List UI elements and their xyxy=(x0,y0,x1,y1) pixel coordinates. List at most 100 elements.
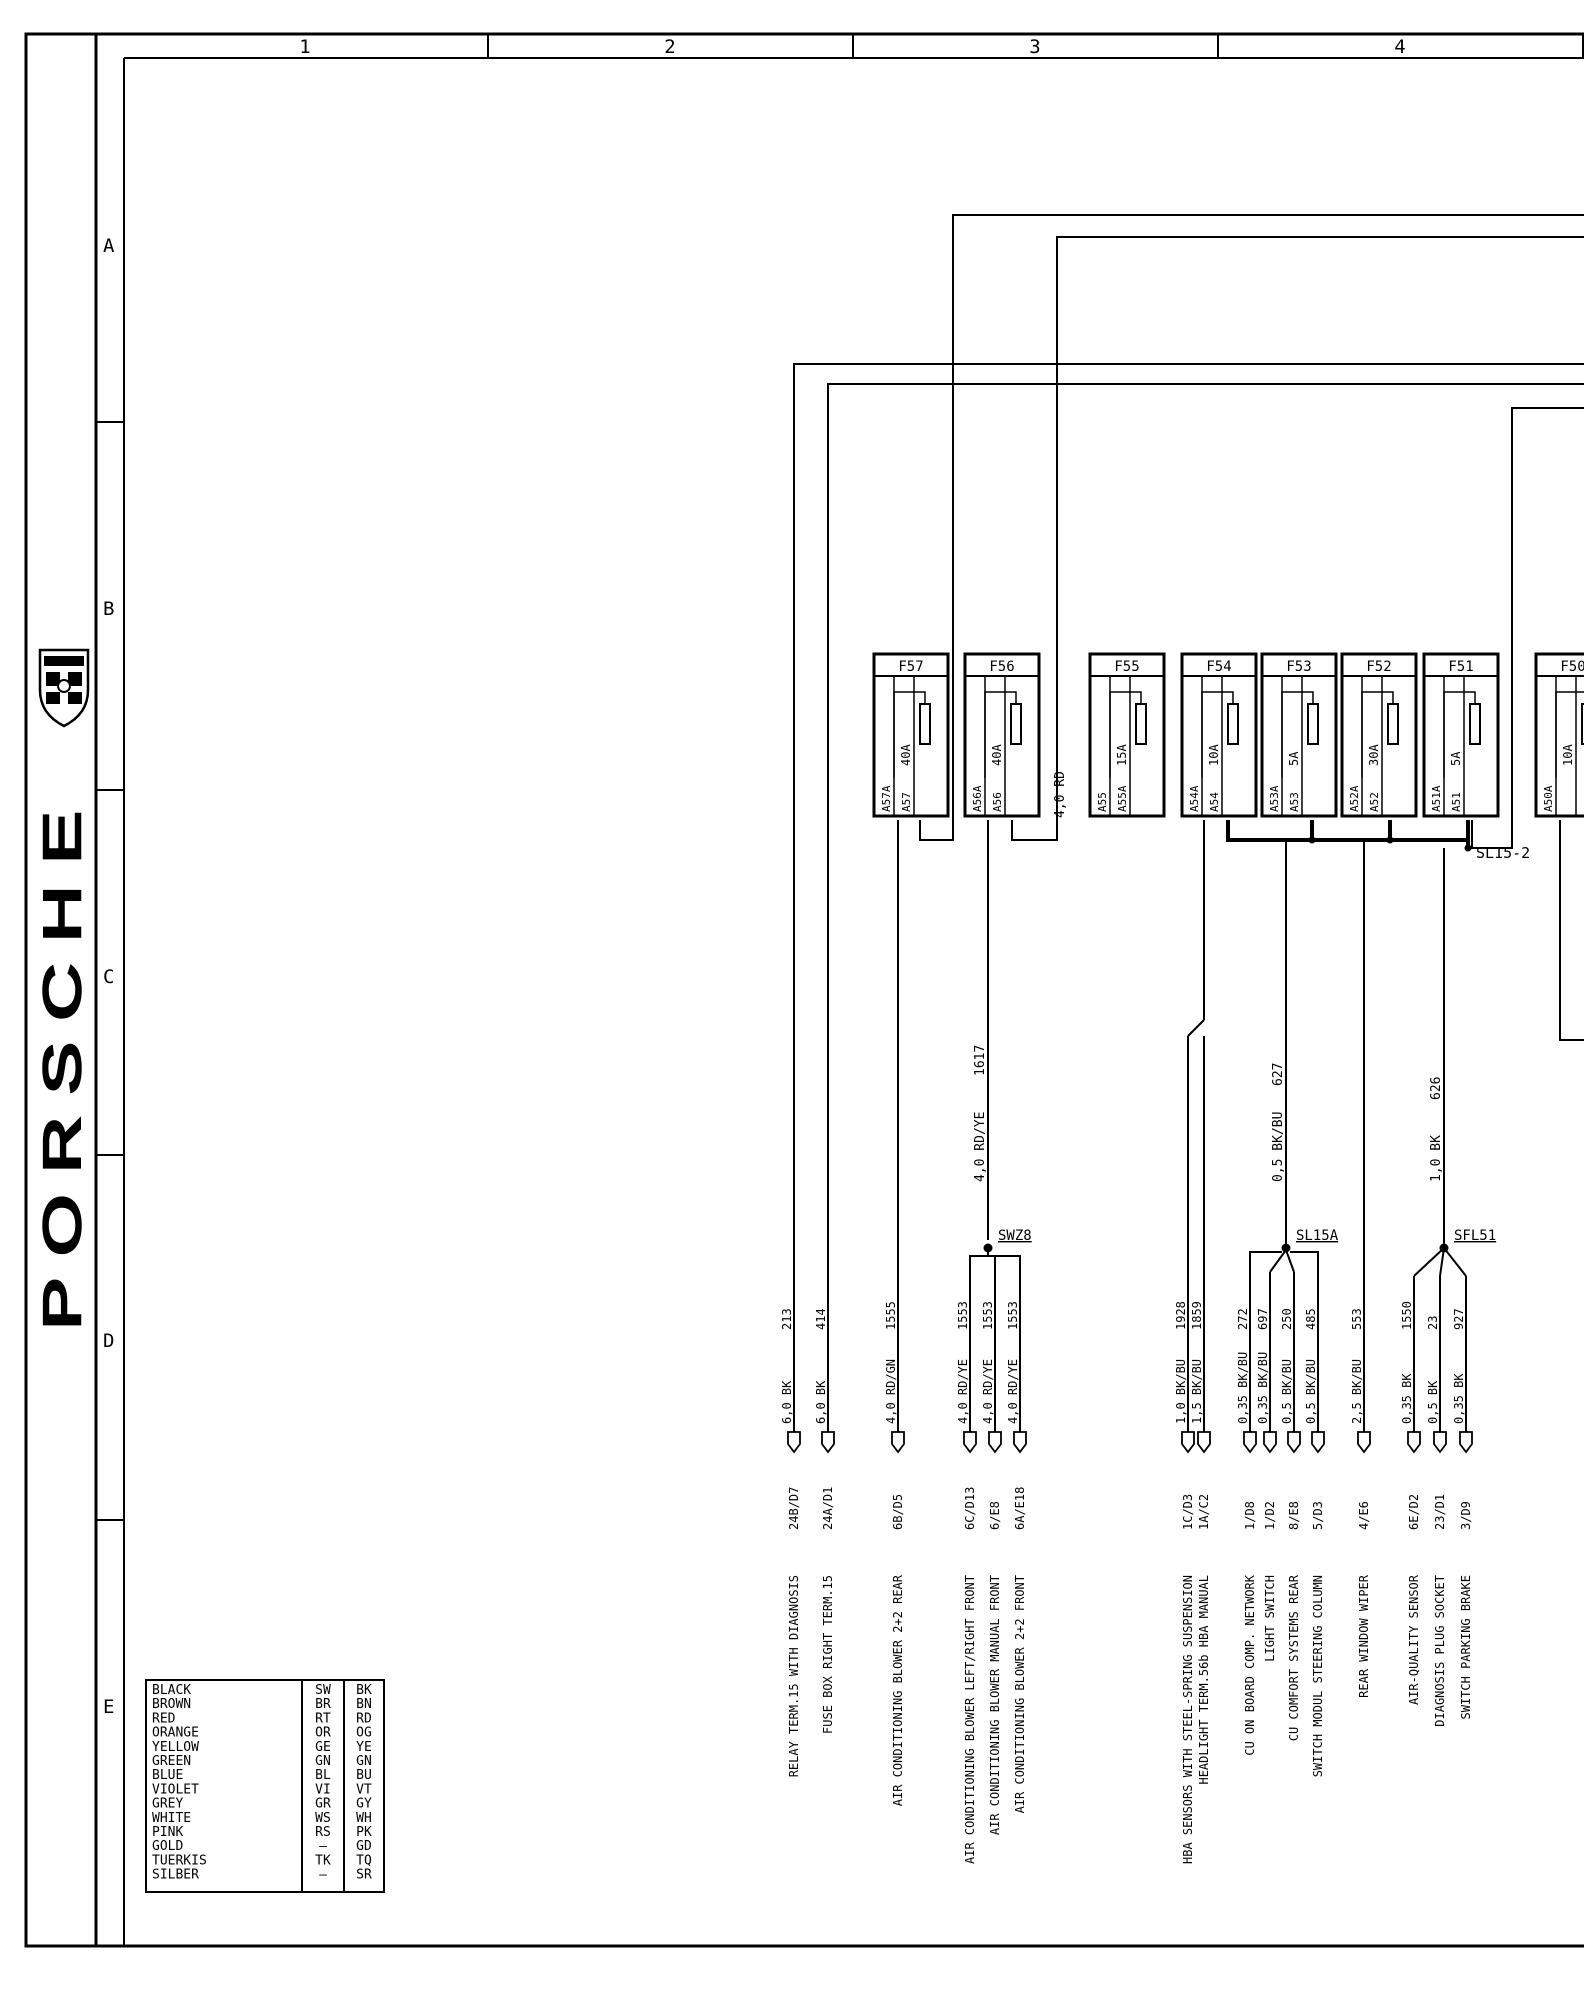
fuse-id: F53 xyxy=(1286,659,1311,675)
connector-ref: 24B/D7 xyxy=(787,1487,801,1530)
splice-sfl51 xyxy=(1413,1243,1467,1400)
wire-spec: 0,35 BK/BU xyxy=(1236,1352,1250,1424)
connector-ref: 1C/D3 xyxy=(1181,1494,1195,1530)
brand-logo: PORSCHE xyxy=(34,790,92,1330)
wire-number: 23 xyxy=(1426,1316,1440,1330)
branch-wire-number: 627 xyxy=(1271,1063,1286,1086)
legend-code-en: BK xyxy=(356,1683,372,1698)
top-wires xyxy=(793,214,1584,1400)
wire-number: 485 xyxy=(1304,1308,1318,1330)
porsche-crest-icon xyxy=(38,648,90,728)
fuse-terminal-out: A51 xyxy=(1450,792,1463,812)
connector-arrow-icon xyxy=(1357,1431,1371,1454)
wire-number: 1928 xyxy=(1174,1301,1188,1330)
connector-ref: 23/D1 xyxy=(1433,1494,1447,1530)
fuse-rating: 5A xyxy=(1287,751,1301,766)
legend-code-de: — xyxy=(319,1839,327,1854)
wire-number: 1859 xyxy=(1190,1301,1204,1330)
legend-code-en: WH xyxy=(356,1811,372,1826)
wire-spec: 0,5 BK xyxy=(1426,1380,1440,1424)
branch-wire-spec: 4,0 RD/YE xyxy=(973,1112,988,1182)
fuse-terminal-out: A55A xyxy=(1116,785,1129,812)
wire-spec: 0,5 BK/BU xyxy=(1280,1359,1294,1424)
wire-number: 1553 xyxy=(1006,1301,1020,1330)
connector-arrow-icon xyxy=(1197,1431,1211,1454)
splice-swz8 xyxy=(969,1243,1021,1400)
wire-spec: 6,0 BK xyxy=(814,1380,828,1424)
legend-code-de: SW xyxy=(315,1683,331,1698)
component-description: AIR CONDITIONING BLOWER 2+2 FRONT xyxy=(1013,1575,1027,1813)
wire-spec: 4,0 RD/GN xyxy=(884,1359,898,1424)
component-description: HEADLIGHT TERM.56b HBA MANUAL xyxy=(1197,1575,1211,1785)
connector-arrow-icon xyxy=(821,1431,835,1454)
legend-code-en: BN xyxy=(356,1697,372,1712)
legend-code-de: TK xyxy=(315,1853,331,1868)
connector-ref: 24A/D1 xyxy=(821,1487,835,1530)
splice-label: SL15A xyxy=(1296,1228,1339,1244)
wire-spec: 0,35 BK xyxy=(1452,1373,1466,1424)
connector-arrow-icon xyxy=(1459,1431,1473,1454)
fuse-rating: 15A xyxy=(1115,744,1129,766)
component-description: HBA SENSORS WITH STEEL-SPRING SUSPENSION xyxy=(1181,1575,1195,1864)
fuse-id: F51 xyxy=(1448,659,1473,675)
row-label: E xyxy=(103,1696,114,1718)
column-label: 1 xyxy=(299,36,310,58)
legend-code-en: TQ xyxy=(356,1853,372,1868)
fuse-terminal-out: A57 xyxy=(900,792,913,812)
legend-code-de: VI xyxy=(315,1782,331,1797)
fuse-terminal-in: A50A xyxy=(1542,785,1555,812)
fuse-id: F50 xyxy=(1560,659,1584,675)
legend-code-de: GR xyxy=(315,1797,331,1812)
component-description: FUSE BOX RIGHT TERM.15 xyxy=(821,1575,835,1734)
legend-code-de: RT xyxy=(315,1711,331,1726)
connector-ref: 8/E8 xyxy=(1287,1501,1301,1530)
legend-color-name: VIOLET xyxy=(152,1782,199,1797)
splice-label: SFL51 xyxy=(1454,1228,1496,1244)
legend-code-de: OR xyxy=(315,1726,331,1741)
connector-arrow-icon xyxy=(1181,1431,1195,1454)
fuse-down-wires xyxy=(897,820,1445,1400)
connector-ref: 1A/C2 xyxy=(1197,1494,1211,1530)
connector-arrow-icon xyxy=(963,1431,977,1454)
legend-code-de: BL xyxy=(315,1768,331,1783)
wire-number: 927 xyxy=(1452,1308,1466,1330)
fuse-id: F57 xyxy=(898,659,923,675)
fuse-element-icon xyxy=(1307,703,1319,745)
connector-arrow-icon xyxy=(988,1431,1002,1454)
connector-arrow-icon xyxy=(1287,1431,1301,1454)
component-description: AIR CONDITIONING BLOWER 2+2 REAR xyxy=(891,1574,905,1806)
connector-arrow-icon xyxy=(1407,1431,1421,1454)
component-description: SWITCH MODUL STEERING COLUMN xyxy=(1311,1575,1325,1777)
component-description: LIGHT SWITCH xyxy=(1263,1575,1277,1662)
fuse-terminal-out: A52 xyxy=(1368,792,1381,812)
legend-code-en: PK xyxy=(356,1825,372,1840)
fuse-terminal-in: A56A xyxy=(971,785,984,812)
connector-ref: 1/D8 xyxy=(1243,1501,1257,1530)
fuse-element-icon xyxy=(919,703,931,745)
legend-color-name: GREEN xyxy=(152,1754,191,1769)
fuse-id: F52 xyxy=(1366,659,1391,675)
connector-arrow-icon xyxy=(1433,1431,1447,1454)
wire-spec: 2,5 BK/BU xyxy=(1350,1359,1364,1424)
legend-code-de: BR xyxy=(315,1697,331,1712)
fuse-terminal-in: A57A xyxy=(880,785,893,812)
fuse-terminal-in: A51A xyxy=(1430,785,1443,812)
fuse-rating: 40A xyxy=(990,744,1004,766)
component-description: DIAGNOSIS PLUG SOCKET xyxy=(1433,1575,1447,1727)
wire-number: 250 xyxy=(1280,1308,1294,1330)
legend-color-name: SILBER xyxy=(152,1868,199,1883)
wire-spec: 4,0 RD/YE xyxy=(1006,1359,1020,1424)
fuse-terminal-in: A55 xyxy=(1096,792,1109,812)
legend-code-en: GY xyxy=(356,1797,372,1812)
legend-code-de: GN xyxy=(315,1754,331,1769)
fuse-wire-label: 4,0 RD xyxy=(1053,771,1068,818)
